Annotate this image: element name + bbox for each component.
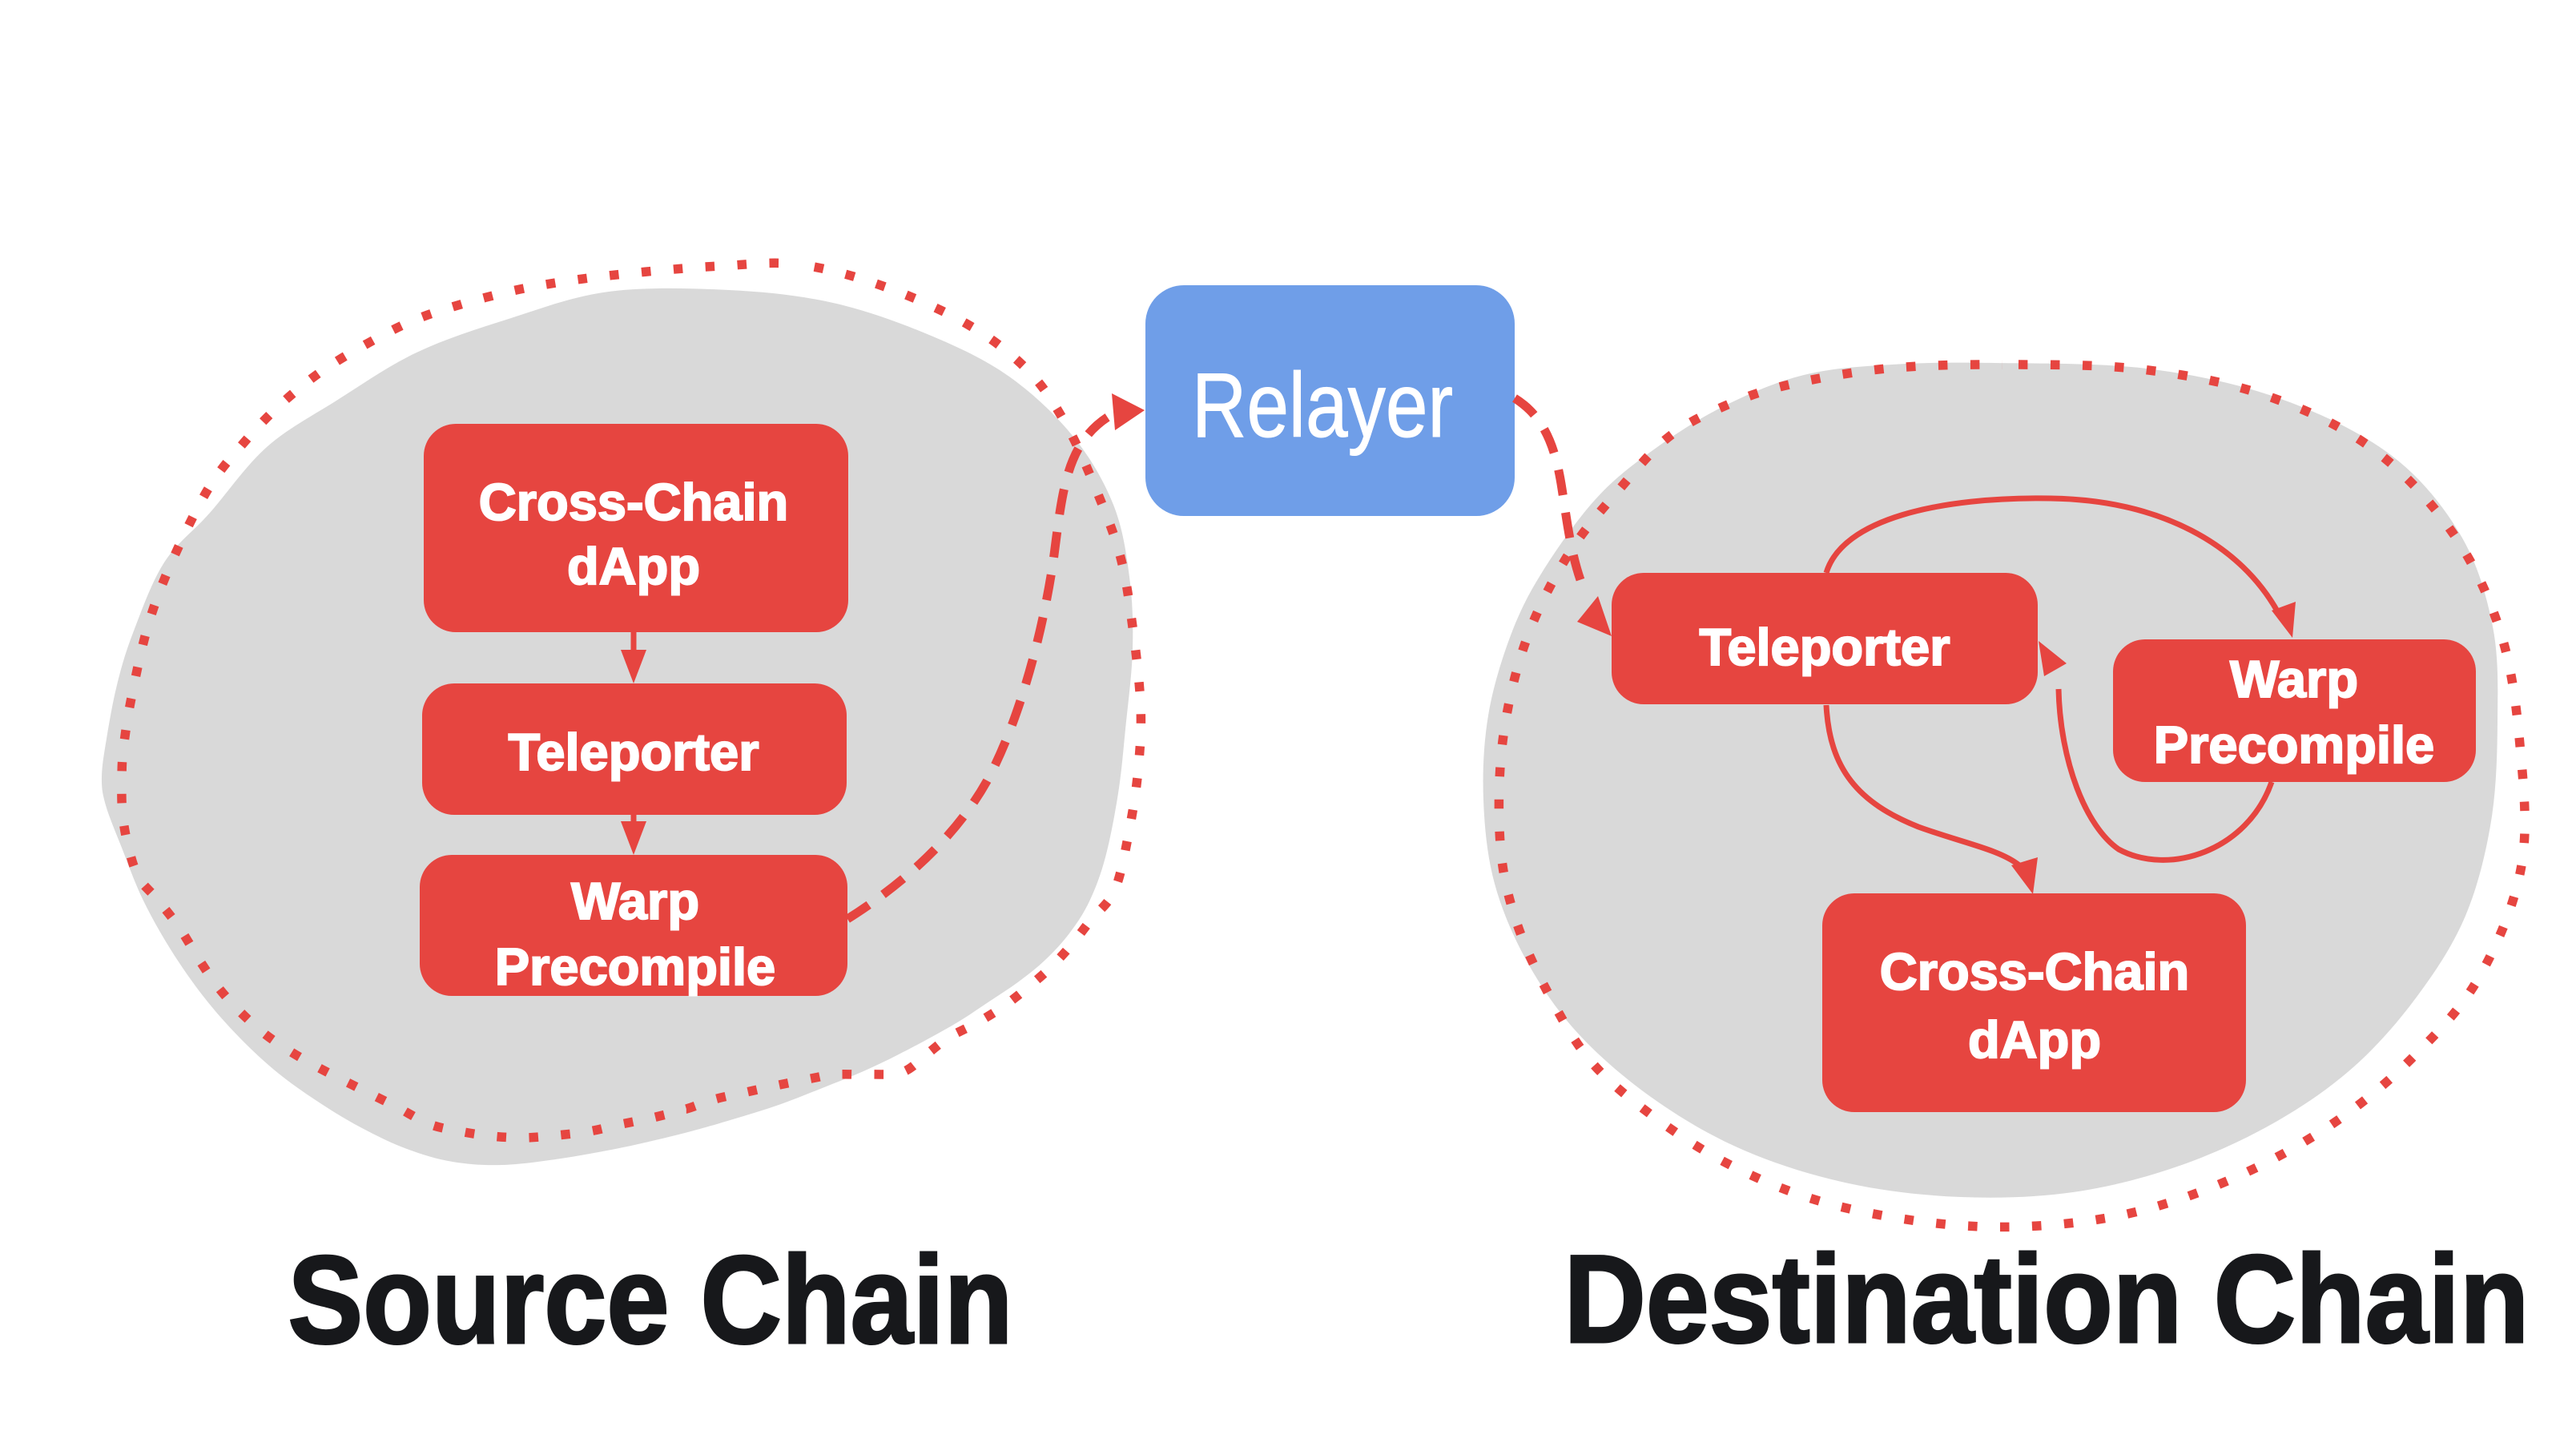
svg-text:Precompile: Precompile bbox=[2154, 715, 2434, 774]
svg-text:Relayer: Relayer bbox=[1192, 355, 1453, 457]
svg-text:Cross-Chain: Cross-Chain bbox=[479, 473, 788, 531]
svg-text:dApp: dApp bbox=[1968, 1010, 2101, 1069]
svg-text:Warp: Warp bbox=[2230, 650, 2358, 708]
svg-text:Destination Chain: Destination Chain bbox=[1564, 1230, 2530, 1369]
svg-text:Cross-Chain: Cross-Chain bbox=[1880, 942, 2189, 1001]
svg-text:Precompile: Precompile bbox=[495, 937, 775, 996]
svg-text:Teleporter: Teleporter bbox=[1699, 618, 1950, 676]
svg-text:Source Chain: Source Chain bbox=[288, 1231, 1013, 1370]
svg-text:dApp: dApp bbox=[567, 537, 700, 595]
svg-text:Teleporter: Teleporter bbox=[508, 723, 759, 781]
svg-text:Warp: Warp bbox=[571, 872, 699, 930]
